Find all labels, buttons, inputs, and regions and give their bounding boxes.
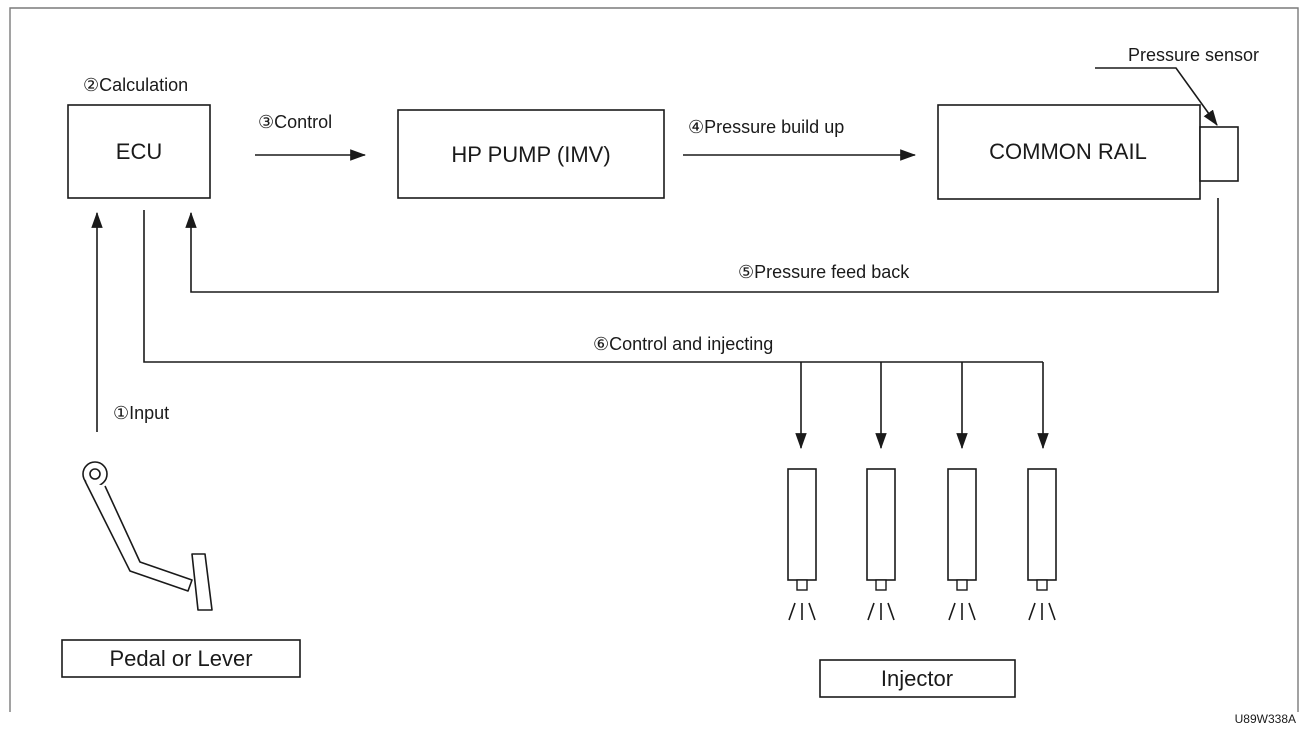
input-label: ①Input — [113, 403, 169, 423]
injector-2 — [866, 468, 896, 621]
pressure-sensor-label: Pressure sensor — [1128, 45, 1259, 65]
control-and-injecting-label: ⑥Control and injecting — [593, 334, 773, 354]
hp-pump-label: HP PUMP (IMV) — [451, 142, 610, 167]
pressure-sensor — [1199, 126, 1239, 182]
injector-1 — [787, 468, 817, 621]
common-rail-label: COMMON RAIL — [989, 139, 1147, 164]
pressure-build-up-label: ④Pressure build up — [688, 117, 844, 137]
pressure-feed-back-arrow — [185, 198, 1219, 293]
calculation-label: ②Calculation — [83, 75, 188, 95]
hp-pump-box: HP PUMP (IMV) — [397, 109, 665, 199]
pressure-feed-back-label: ⑤Pressure feed back — [738, 262, 910, 282]
pressure-sensor-leader — [1095, 67, 1218, 126]
injector-label: Injector — [881, 666, 953, 691]
pedal-label: Pedal or Lever — [109, 646, 252, 671]
pedal-box: Pedal or Lever — [61, 639, 301, 678]
injector-4 — [1027, 468, 1057, 621]
control-and-injecting-line — [143, 210, 1043, 363]
ecu-label: ECU — [116, 139, 162, 164]
pedal-icon — [82, 461, 213, 611]
ecu-box: ECU — [67, 104, 211, 199]
injector-3 — [947, 468, 977, 621]
frame-border — [9, 7, 1299, 712]
injector-box: Injector — [819, 659, 1016, 698]
control-label: ③Control — [258, 112, 332, 132]
common-rail-box: COMMON RAIL — [937, 104, 1201, 200]
figure-code: U89W338A — [1235, 712, 1296, 726]
